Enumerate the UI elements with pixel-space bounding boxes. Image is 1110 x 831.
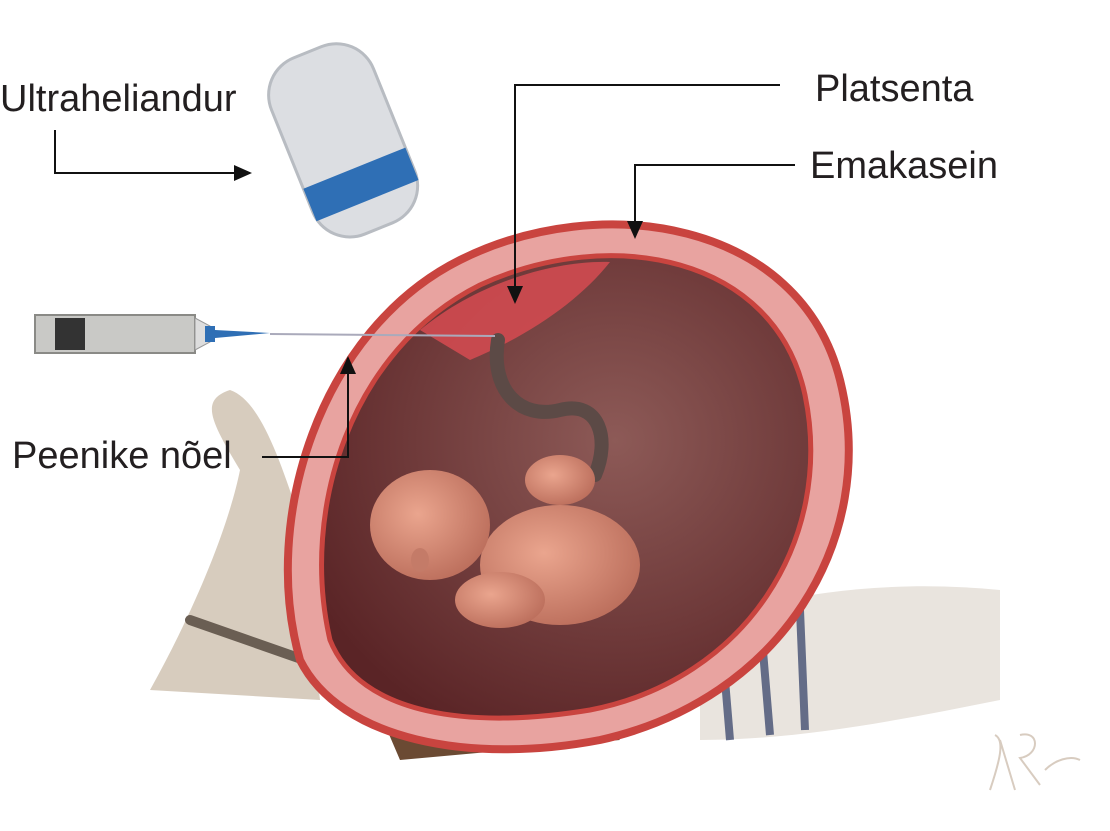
- ultrasound-transducer: [267, 42, 420, 239]
- transducer-arrow: [54, 130, 252, 181]
- label-placenta: Platsenta: [815, 68, 974, 110]
- umbilical-cord: [489, 333, 609, 482]
- syringe: [34, 314, 496, 354]
- needle-arrow: [262, 356, 356, 458]
- artist-signature: [989, 733, 1081, 791]
- fetus: [370, 455, 640, 628]
- label-needle: Peenike nõel: [12, 435, 232, 477]
- label-transducer: Ultraheliandur: [0, 78, 237, 120]
- label-uterine-wall: Emakasein: [810, 145, 998, 187]
- needle: [269, 333, 496, 337]
- placenta-arrow: [507, 84, 780, 304]
- uterine-wall-arrow: [627, 164, 795, 239]
